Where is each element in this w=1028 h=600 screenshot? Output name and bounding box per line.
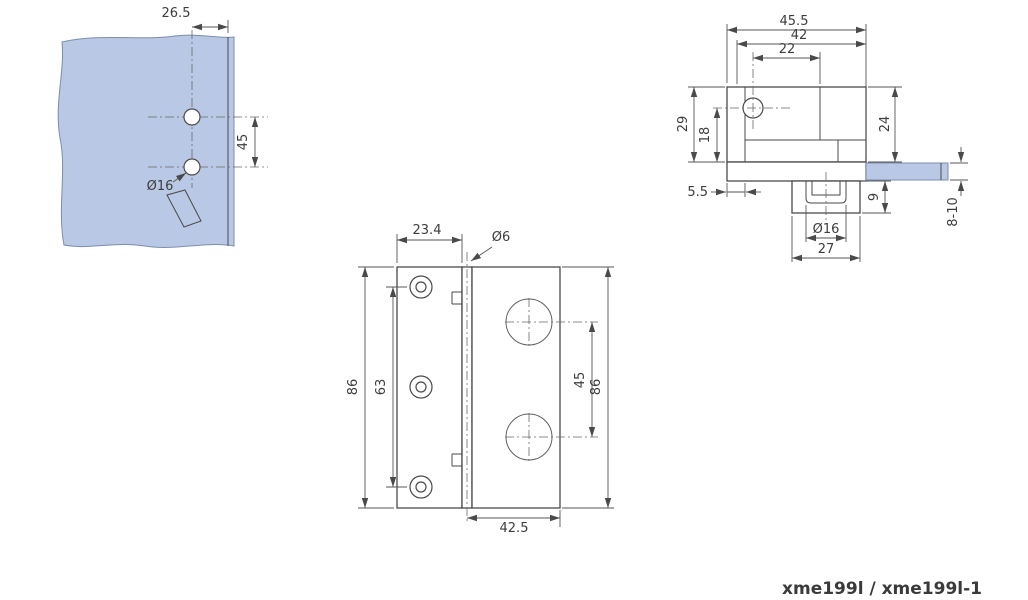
dim-leaf-width: 23.4 (413, 223, 442, 238)
dim-clamp-hole-diameter: Ø16 (813, 222, 840, 237)
glass-hole-bottom (505, 413, 553, 461)
dim-glass-thickness: 8-10 (946, 197, 961, 227)
dim-overall-height: 86 (589, 379, 604, 396)
leader-line (172, 172, 187, 183)
mount-hole-top (183, 108, 201, 126)
label-pin-diameter: Ø6 (492, 230, 511, 245)
glass-panel (57, 34, 235, 248)
drawing-title: xme199l / xme199l-1 (782, 579, 982, 599)
hinge-bracket (726, 86, 867, 163)
dim-glass-hole-spacing: 45 (573, 372, 588, 389)
dim-total-height: 29 (676, 116, 691, 133)
dim-plate-width: 42 (791, 28, 808, 43)
leader-line (470, 246, 493, 262)
right-leaf (471, 266, 561, 509)
bracket-leaf (726, 161, 867, 182)
knuckle-notch-top (451, 291, 462, 305)
dim-wall-thickness: 5.5 (687, 185, 708, 200)
screw-hole (415, 481, 427, 493)
screw-hole (415, 281, 427, 293)
dim-screw-hole-spacing: 63 (374, 379, 389, 396)
dim-total-width: 45.5 (780, 14, 809, 29)
screw-hole (415, 381, 427, 393)
dim-edge-distance: 26.5 (162, 6, 191, 21)
label-hole-diameter: Ø16 (147, 179, 174, 194)
knuckle-notch-bottom (451, 453, 462, 467)
mount-hole-bottom (183, 158, 201, 176)
dim-clamp-width: 27 (818, 242, 835, 257)
glass-strip (865, 162, 949, 181)
dim-leaf-height: 86 (346, 379, 361, 396)
glass-panel-view: 26.5 45 Ø16 (57, 6, 268, 248)
front-view: 23.4 Ø6 63 86 45 86 42.5 (346, 223, 614, 536)
dim-clamp-depth: 9 (867, 193, 882, 201)
top-view: 45.5 42 22 29 18 5.5 24 9 8-10 (676, 14, 968, 262)
dim-plate-depth: 24 (878, 116, 893, 133)
dim-glass-leaf-width: 42.5 (500, 521, 529, 536)
dim-hole-offset: 22 (779, 42, 796, 57)
dim-hole-height: 18 (698, 127, 713, 144)
hole-cutout-detail (166, 189, 202, 228)
dim-hole-spacing: 45 (236, 134, 251, 151)
glass-hole-top (505, 298, 553, 346)
